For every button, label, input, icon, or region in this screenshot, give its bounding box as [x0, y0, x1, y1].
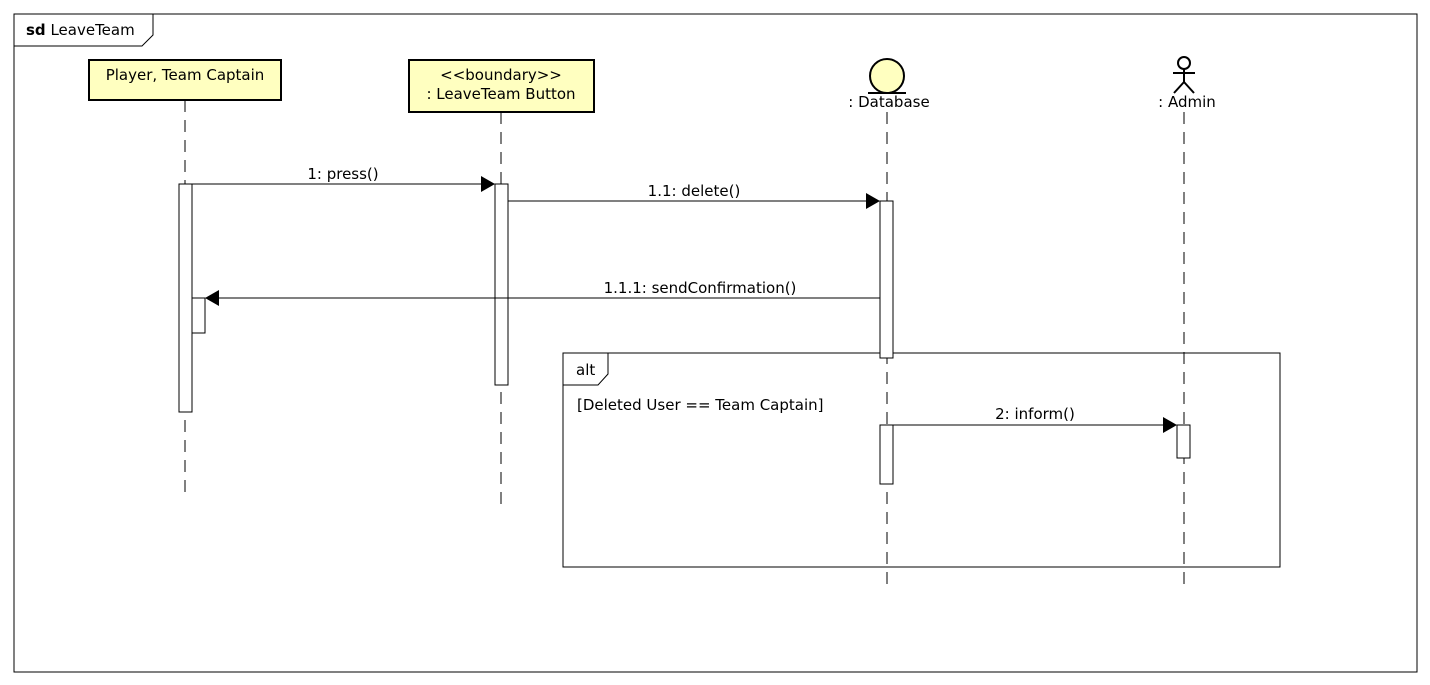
activation-bars — [178, 183, 1191, 485]
activation-button — [494, 183, 509, 386]
message-send-confirmation: 1.1.1: sendConfirmation() — [205, 279, 880, 306]
message-press-label: 1: press() — [307, 165, 378, 183]
frame-name: LeaveTeam — [50, 21, 134, 39]
alt-guard-label: [Deleted User == Team Captain] — [577, 396, 824, 414]
lifeline-button: <<boundary>> : LeaveTeam Button — [408, 59, 595, 512]
lifeline-player: Player, Team Captain — [88, 59, 282, 500]
message-inform-label: 2: inform() — [995, 405, 1075, 423]
lifeline-button-box — [408, 59, 595, 113]
activation-database — [879, 200, 894, 359]
frame-keyword: sd — [26, 21, 46, 39]
frame-title: sd LeaveTeam — [26, 21, 135, 39]
message-delete-label: 1.1: delete() — [648, 182, 741, 200]
activation-player — [178, 183, 193, 413]
alt-operator-label: alt — [576, 361, 595, 379]
lifeline-player-box — [88, 59, 282, 101]
entity-icon — [868, 58, 906, 94]
lifeline-button-stereotype: <<boundary>> — [440, 66, 562, 84]
message-press: 1: press() — [192, 165, 495, 192]
lifeline-player-label: Player, Team Captain — [106, 66, 265, 84]
diagram-frame: sd LeaveTeam — [13, 13, 1418, 673]
message-delete: 1.1: delete() — [508, 182, 880, 209]
lifeline-admin-label: : Admin — [1158, 93, 1216, 111]
lifeline-database-label: : Database — [848, 93, 929, 111]
alt-fragment: alt [Deleted User == Team Captain] — [562, 352, 1281, 568]
actor-icon — [1173, 56, 1195, 94]
message-inform: 2: inform() — [893, 405, 1177, 433]
activation-admin — [1176, 424, 1191, 459]
activation-database-2 — [879, 424, 894, 485]
lifeline-button-label: : LeaveTeam Button — [426, 85, 575, 103]
lifeline-admin: : Admin — [1158, 56, 1216, 585]
lifeline-database: : Database — [848, 58, 930, 585]
activation-player-nested — [191, 297, 206, 334]
message-send-confirmation-label: 1.1.1: sendConfirmation() — [604, 279, 797, 297]
